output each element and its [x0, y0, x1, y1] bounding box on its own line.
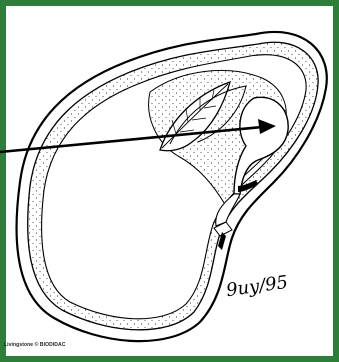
credit-label: Livingstone © BIODIDAC [4, 342, 65, 348]
